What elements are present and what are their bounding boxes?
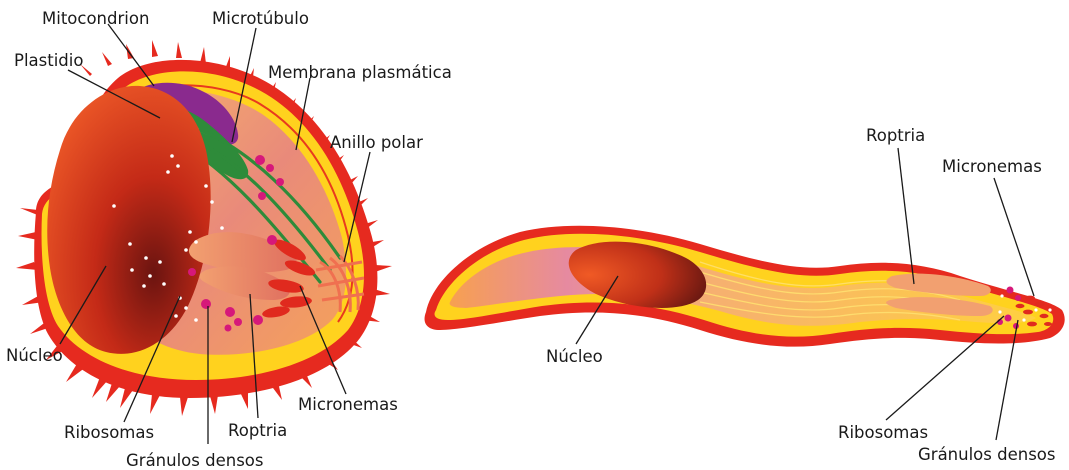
label-ribosomas-left: Ribosomas [64,423,154,442]
label-granulos-densos-right: Gránulos densos [918,445,1056,464]
label-nucleo-left: Núcleo [6,346,63,365]
label-micronemas-left: Micronemas [298,395,398,414]
label-mitocondrion: Mitocondrion [42,9,149,28]
label-nucleo-right: Núcleo [546,347,603,366]
label-microtubulo: Microtúbulo [212,9,309,28]
label-micronemas-right: Micronemas [942,157,1042,176]
label-anillo-polar: Anillo polar [330,133,423,152]
label-plastidio: Plastidio [14,51,83,70]
label-ribosomas-right: Ribosomas [838,423,928,442]
label-membrana-plasmatica: Membrana plasmática [268,63,452,82]
label-granulos-densos-left: Gránulos densos [126,451,264,470]
label-roptria-right: Roptria [866,126,925,145]
left-cell [16,24,392,444]
right-cell [425,148,1065,440]
label-roptria-left: Roptria [228,421,287,440]
